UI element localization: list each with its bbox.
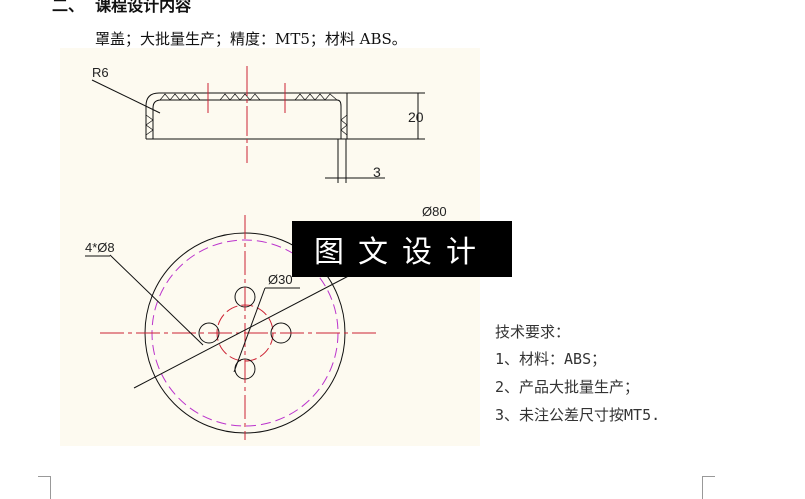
requirement-item: 2、产品大批量生产； <box>495 378 640 396</box>
height-label: 20 <box>408 109 424 125</box>
intro-text: 罩盖；大批量生产；精度：MT5；材料 ABS。 <box>95 30 407 48</box>
outer-diameter-label: Ø80 <box>422 204 447 219</box>
watermark-banner: 图文设计 <box>292 221 512 277</box>
r6-leader <box>91 79 161 114</box>
top-view <box>85 215 376 440</box>
section-title: 课程设计内容 <box>95 0 192 15</box>
section-number: 二、 <box>52 0 85 15</box>
centerlines-side <box>207 66 286 163</box>
page-corner-mark <box>702 476 715 499</box>
requirements-title: 技术要求： <box>495 323 571 341</box>
side-view <box>91 79 425 183</box>
page-corner-mark <box>38 476 51 499</box>
radius-label: R6 <box>92 65 109 80</box>
section-heading: 二、 课程设计内容 <box>52 0 191 16</box>
thickness-label: 3 <box>373 164 381 180</box>
requirement-item: 3、未注公差尺寸按MT5. <box>495 406 661 424</box>
holes-label: 4*Ø8 <box>85 240 115 255</box>
bolt-circle-label: Ø30 <box>268 272 293 287</box>
requirement-item: 1、材料：ABS； <box>495 350 607 368</box>
